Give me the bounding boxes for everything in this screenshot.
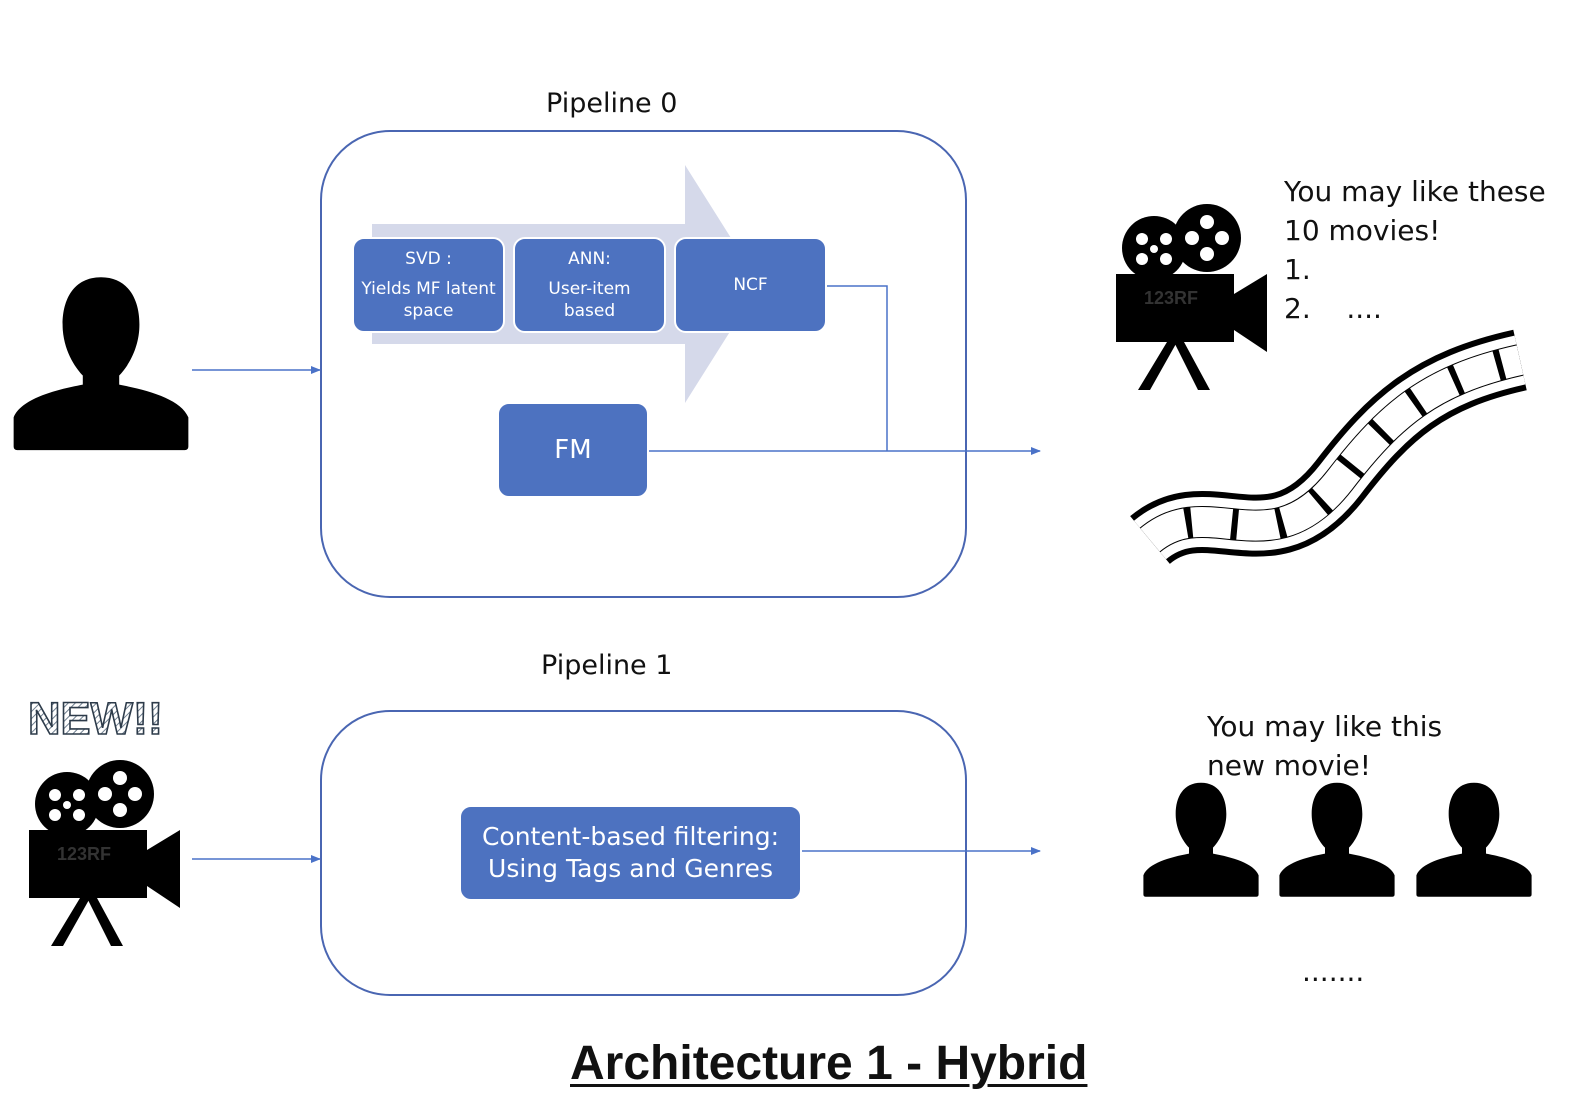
output1-text: You may like this new movie! — [1207, 707, 1442, 785]
content-based-filtering-box: Content-based filtering: Using Tags and … — [459, 805, 802, 901]
svd-stage-heading: SVD : — [405, 249, 452, 269]
svd-stage-box: SVD : Yields MF latent space — [352, 237, 505, 333]
pipeline0-title: Pipeline 0 — [546, 88, 678, 119]
pipeline1-title: Pipeline 1 — [541, 650, 673, 681]
output0-line2: 10 movies! — [1284, 214, 1441, 247]
output1-line2: new movie! — [1207, 749, 1371, 782]
ann-stage-body: User-item based — [548, 279, 631, 321]
fm-box: FM — [497, 402, 649, 498]
pipeline0-container — [320, 130, 967, 598]
watermark-text: 123RF — [1144, 288, 1198, 308]
new-badge-text: NEW!! — [28, 693, 163, 744]
svd-stage-body: Yields MF latent space — [361, 279, 496, 321]
movie-camera-icon-input: 123RF — [29, 760, 180, 946]
pipeline1-container — [320, 710, 967, 996]
footer-title: Architecture 1 - Hybrid — [570, 1037, 1088, 1090]
ncf-stage-body: NCF — [733, 275, 768, 295]
cbf-label-line2: Using Tags and Genres — [488, 854, 773, 883]
user-silhouette-icon-audience-3 — [1416, 782, 1532, 897]
watermark-text: 123RF — [57, 844, 111, 864]
fm-label: FM — [554, 435, 592, 465]
output0-text: You may like these 10 movies! 1. 2. .... — [1284, 172, 1546, 328]
ann-stage-heading: ANN: — [568, 249, 611, 269]
ncf-stage-box: NCF — [674, 237, 827, 333]
movie-camera-icon-output: 123RF — [1116, 204, 1267, 390]
new-badge: NEW!! — [27, 692, 164, 745]
cbf-label-line1: Content-based filtering: — [481, 822, 780, 851]
film-strip-icon — [1130, 329, 1528, 566]
audience-ellipsis: ....... — [1302, 955, 1365, 988]
output1-line1: You may like this — [1207, 710, 1443, 743]
ann-stage-box: ANN: User-item based — [513, 237, 666, 333]
output0-line4: 2. .... — [1284, 292, 1382, 325]
output0-line1: You may like these — [1284, 175, 1546, 208]
user-silhouette-icon-audience-2 — [1279, 782, 1395, 897]
user-silhouette-icon-audience-1 — [1143, 782, 1259, 897]
user-silhouette-icon — [13, 277, 189, 451]
output0-line3: 1. — [1284, 253, 1311, 286]
